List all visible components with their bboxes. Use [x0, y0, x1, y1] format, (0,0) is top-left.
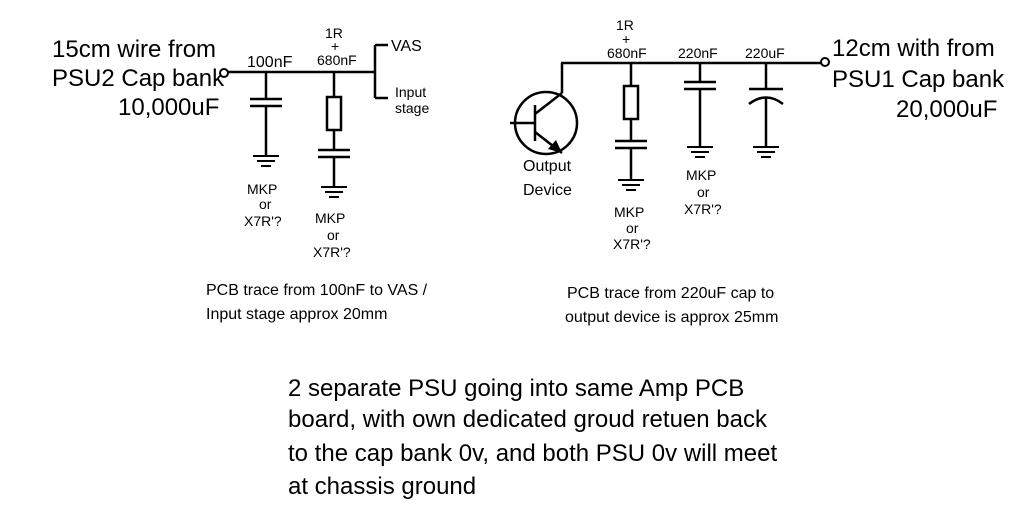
- right-rc-type-line1: MKP: [614, 204, 644, 220]
- left-rc-ground-symbol: [321, 186, 347, 198]
- left-rc-cap-value: 680nF: [317, 52, 357, 68]
- left-out-label-stage: stage: [395, 100, 429, 116]
- right-source-label-line2: PSU1 Cap bank: [832, 66, 1005, 93]
- left-out-label-input: Input: [395, 84, 426, 100]
- right-rc-cap-value: 680nF: [607, 45, 647, 61]
- left-rc-type-line2: or: [327, 227, 340, 243]
- left-input-terminal: [219, 68, 229, 78]
- output-device-label-line1: Output: [523, 158, 572, 175]
- right-rc-network: [615, 63, 647, 180]
- right-rc-resistor-value: 1R: [616, 17, 634, 33]
- left-cap1-ground-symbol: [253, 155, 279, 167]
- left-cap1-type-line1: MKP: [247, 181, 277, 197]
- right-cap3-value: 220uF: [745, 45, 785, 61]
- left-source-label-line1: 15cm wire from: [52, 36, 216, 63]
- right-note-line1: PCB trace from 220uF cap to: [567, 285, 774, 302]
- left-100nf-capacitor: [250, 72, 282, 156]
- left-rc-network: [318, 72, 350, 187]
- left-note-line1: PCB trace from 100nF to VAS /: [206, 282, 428, 299]
- left-output-branch: [373, 43, 388, 100]
- right-220uf-electrolytic-capacitor: [748, 63, 784, 147]
- right-cap2-type-line3: X7R'?: [684, 201, 722, 217]
- left-source-label-line3: 10,000uF: [118, 94, 219, 121]
- description-line3: to the cap bank 0v, and both PSU 0v will…: [288, 440, 777, 467]
- right-220nf-capacitor: [684, 63, 716, 147]
- right-input-terminal: [820, 57, 830, 67]
- left-rc-type-line3: X7R'?: [313, 244, 351, 260]
- left-rc-resistor-value: 1R: [325, 25, 343, 41]
- right-source-label-line3: 20,000uF: [896, 96, 997, 123]
- left-circuit: 15cm wire from PSU2 Cap bank 10,000uF 10…: [52, 25, 429, 323]
- left-cap1-type-line3: X7R'?: [244, 213, 282, 229]
- description-line1: 2 separate PSU going into same Amp PCB: [288, 375, 744, 402]
- right-cap2-ground-symbol: [687, 146, 713, 158]
- left-rc-plus: +: [331, 38, 339, 54]
- output-transistor-symbol: [510, 63, 579, 156]
- right-cap2-type-line1: MKP: [686, 167, 716, 183]
- left-note-line2: Input stage approx 20mm: [206, 306, 387, 323]
- description-line2: board, with own dedicated groud retuen b…: [288, 406, 768, 433]
- right-rc-ground-symbol: [618, 179, 644, 191]
- output-device-label-line2: Device: [523, 182, 572, 199]
- right-circuit: Output Device 1R + 680nF MKP or X7R'?: [510, 17, 1005, 326]
- description-line4: at chassis ground: [288, 473, 476, 500]
- right-1r-resistor: [622, 84, 640, 121]
- right-rc-type-line2: or: [626, 220, 639, 236]
- right-rc-type-line3: X7R'?: [613, 236, 651, 252]
- left-source-label-line2: PSU2 Cap bank: [52, 65, 225, 92]
- left-rc-type-line1: MKP: [315, 210, 345, 226]
- right-cap2-value: 220nF: [678, 45, 718, 61]
- left-1r-resistor: [325, 95, 343, 132]
- left-out-label-vas: VAS: [391, 38, 422, 55]
- right-cap2-type-line2: or: [697, 184, 710, 200]
- right-rc-plus: +: [622, 31, 630, 47]
- right-note-line2: output device is approx 25mm: [565, 309, 778, 326]
- left-cap1-type-line2: or: [259, 196, 272, 212]
- right-cap3-ground-symbol: [753, 146, 779, 158]
- left-cap1-value: 100nF: [247, 54, 293, 71]
- right-source-label-line1: 12cm with from: [832, 35, 995, 62]
- description-paragraph: 2 separate PSU going into same Amp PCB b…: [288, 375, 777, 500]
